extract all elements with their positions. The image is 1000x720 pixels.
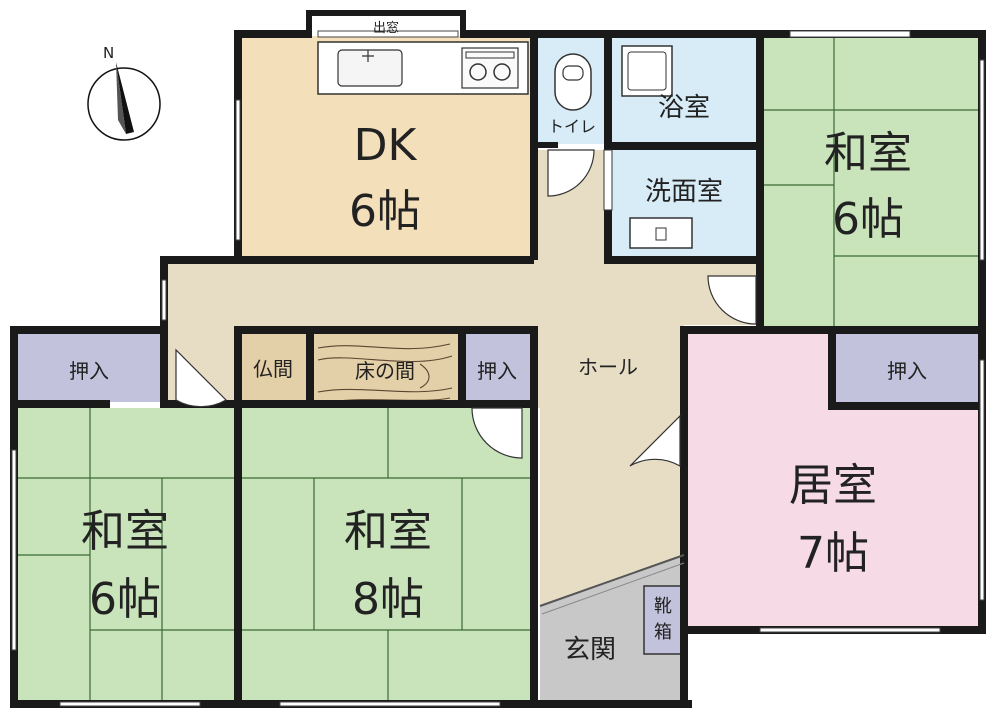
shoebox-name-1: 靴 — [654, 596, 672, 617]
toilet-name: トイレ — [548, 117, 596, 136]
toilet-door — [547, 149, 595, 197]
sliding-door — [603, 149, 613, 211]
oshiire-mid-name: 押入 — [477, 359, 517, 383]
oshiire-right-name: 押入 — [887, 359, 927, 383]
shoebox-name-2: 箱 — [654, 622, 672, 643]
oshiire-door — [471, 407, 523, 459]
demado-label: 出窓 — [373, 20, 399, 36]
tokonoma-name: 床の間 — [355, 359, 415, 383]
bathtub-icon — [621, 45, 673, 97]
butsuma-name: 仏間 — [253, 357, 293, 381]
compass-north-label: N — [103, 44, 114, 62]
washroom-name: 洗面室 — [645, 177, 723, 207]
living-size: 7帖 — [797, 528, 869, 579]
washitsu-sw-size: 6帖 — [89, 574, 161, 625]
oshiire-left-floor — [16, 330, 162, 402]
compass: N — [87, 44, 161, 141]
oshiire-mid-floor — [464, 334, 530, 404]
entrance-step — [539, 554, 685, 607]
dk-size: 6帖 — [349, 186, 421, 237]
toilet-icon — [554, 53, 592, 111]
living-name: 居室 — [789, 460, 877, 511]
tatami-mid — [240, 408, 536, 700]
dk-name: DK — [354, 120, 418, 171]
north-arrow-icon — [116, 62, 134, 134]
washitsu-ne-size: 6帖 — [832, 194, 904, 245]
washitsu-sw-name: 和室 — [81, 506, 169, 557]
washitsu-sw-floor — [16, 408, 234, 700]
washitsu-ne-name: 和室 — [824, 128, 912, 179]
washitsu-ne-floor — [764, 36, 978, 326]
sw-room-door — [175, 348, 227, 408]
doors — [175, 149, 757, 468]
oshiire-left-name: 押入 — [69, 359, 109, 383]
butsuma-floor — [240, 334, 306, 404]
entrance-name: 玄関 — [564, 635, 616, 665]
tatami-ne — [764, 36, 978, 326]
sink-icon — [337, 49, 403, 87]
living-door — [629, 414, 681, 468]
wash-basin-icon — [629, 217, 693, 249]
washitsu-mid-size: 8帖 — [352, 574, 424, 625]
bath-name: 浴室 — [658, 93, 710, 123]
tokonoma-grain — [317, 343, 453, 403]
tatami-sw — [16, 408, 234, 700]
ne-room-door — [707, 275, 757, 325]
washitsu-mid-name: 和室 — [344, 506, 432, 557]
oshiire-right-floor — [836, 334, 978, 406]
hall-name: ホール — [578, 355, 638, 379]
kitchen-counter — [317, 41, 529, 95]
windows — [11, 30, 985, 707]
